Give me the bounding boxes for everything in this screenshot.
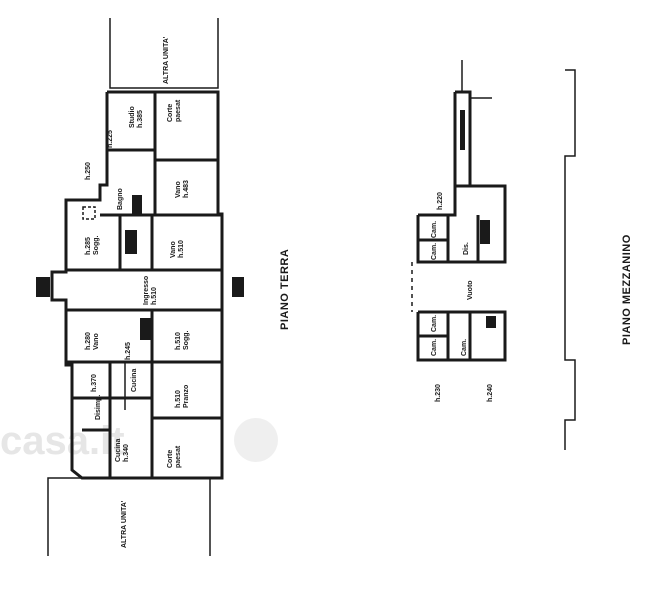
room-cucina: Cucina: [131, 369, 138, 392]
mezz-upper-block: [416, 184, 507, 264]
watermark: casa.it: [0, 418, 278, 463]
title-piano-terra: PIANO TERRA: [279, 249, 291, 330]
room-vano-483: Vanoh.483: [175, 180, 190, 198]
room-disimp: Disimp.: [95, 395, 102, 420]
room-sogg-right: h.510Sogg.: [175, 331, 190, 350]
room-cam-d: Cam.: [431, 339, 438, 356]
room-ingresso: Ingressoh.510: [143, 276, 158, 305]
room-cucina-340: Cucinah.340: [115, 439, 130, 462]
label-h240: h.240: [487, 384, 494, 402]
neighbor-top-boundary: [109, 18, 219, 89]
room-studio: Studioh.385: [129, 106, 144, 128]
wall-block: [36, 277, 50, 297]
stair-block: [140, 318, 152, 340]
label-h230: h.230: [435, 384, 442, 402]
room-vuoto: Vuoto: [467, 280, 474, 300]
room-cam-e: Cam.: [461, 339, 468, 356]
watermark-text: casa.it: [0, 419, 125, 463]
mezz-lower-block: [416, 310, 507, 362]
label-altra-unita-bottom: ALTRA UNITA': [121, 500, 128, 548]
label-h225: h.225: [107, 130, 114, 148]
mezz-shaft-block: [460, 110, 465, 150]
room-corte-bottom: Cortepaesat: [167, 445, 182, 468]
label-h220: h.220: [437, 192, 444, 210]
mezz-stair-block: [480, 220, 490, 244]
mezzanine-boundary: [564, 69, 576, 450]
label-altra-unita-top: ALTRA UNITA': [163, 36, 170, 84]
room-sogg-left: h.285Sogg.: [85, 236, 100, 255]
neighbor-bottom-boundary: [47, 477, 211, 556]
room-pranzo: h.510Pranzo: [175, 385, 190, 408]
fixture: [82, 206, 96, 220]
room-corte-top: Cortepaesat: [167, 99, 182, 122]
watermark-logo-icon: [234, 418, 278, 462]
room-cam-c: Cam.: [431, 315, 438, 332]
label-h245: h.245: [125, 342, 132, 360]
room-bagno: Bagno: [117, 188, 124, 210]
ground-floor-plan: Cortepaesat Studioh.385 h.225 h.250 Vano…: [36, 18, 244, 556]
room-dis: Dis.: [463, 242, 470, 255]
room-cam-a: Cam.: [431, 221, 438, 238]
room-vano-510: Vanoh.510: [170, 240, 185, 258]
mezzanine-plan: h.220 Cam. Cam. Dis. Vuoto Cam. Cam. Cam…: [411, 60, 507, 402]
room-cam-b: Cam.: [431, 243, 438, 260]
stair-block: [125, 230, 137, 254]
wall-block: [132, 195, 142, 215]
wall-block: [232, 277, 244, 297]
label-h250: h.250: [85, 162, 92, 180]
label-h370: h.370: [91, 374, 98, 392]
room-vano-280: h.280Vano: [85, 332, 100, 350]
mezz-stair-block: [486, 316, 496, 328]
title-piano-mezzanino: PIANO MEZZANINO: [621, 234, 633, 345]
